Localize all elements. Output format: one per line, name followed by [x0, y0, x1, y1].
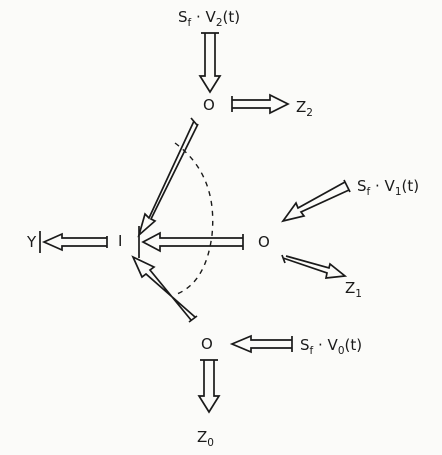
arrow-middle-node-to-center	[141, 231, 244, 253]
arrow-middle-node-to-z1	[281, 254, 348, 279]
arrow-top-input-to-top-node	[198, 32, 222, 94]
top-input-label: Sf · V2(t)	[178, 8, 240, 29]
y-label: Y	[26, 233, 37, 251]
top-node: O	[203, 96, 215, 114]
center-node: I	[118, 232, 122, 250]
z0-label: Z0	[197, 428, 214, 449]
arrow-top-node-to-center	[137, 117, 199, 238]
arrow-mid-input-to-middle-node	[280, 179, 351, 223]
arrow-center-to-y	[39, 231, 108, 253]
bottom-node: O	[201, 335, 213, 353]
arrow-bot-input-to-bottom-node	[229, 334, 293, 354]
arrow-bottom-node-to-center	[131, 255, 198, 323]
coupling-arc	[174, 142, 214, 295]
arrow-top-node-to-z2	[231, 93, 290, 115]
middle-node: O	[258, 233, 270, 251]
z1-label: Z1	[345, 279, 362, 300]
z2-label: Z2	[296, 98, 313, 119]
arrow-bottom-node-to-z0	[197, 359, 221, 414]
mid-input-label: Sf · V1(t)	[357, 177, 419, 198]
bot-input-label: Sf · V0(t)	[300, 336, 362, 357]
